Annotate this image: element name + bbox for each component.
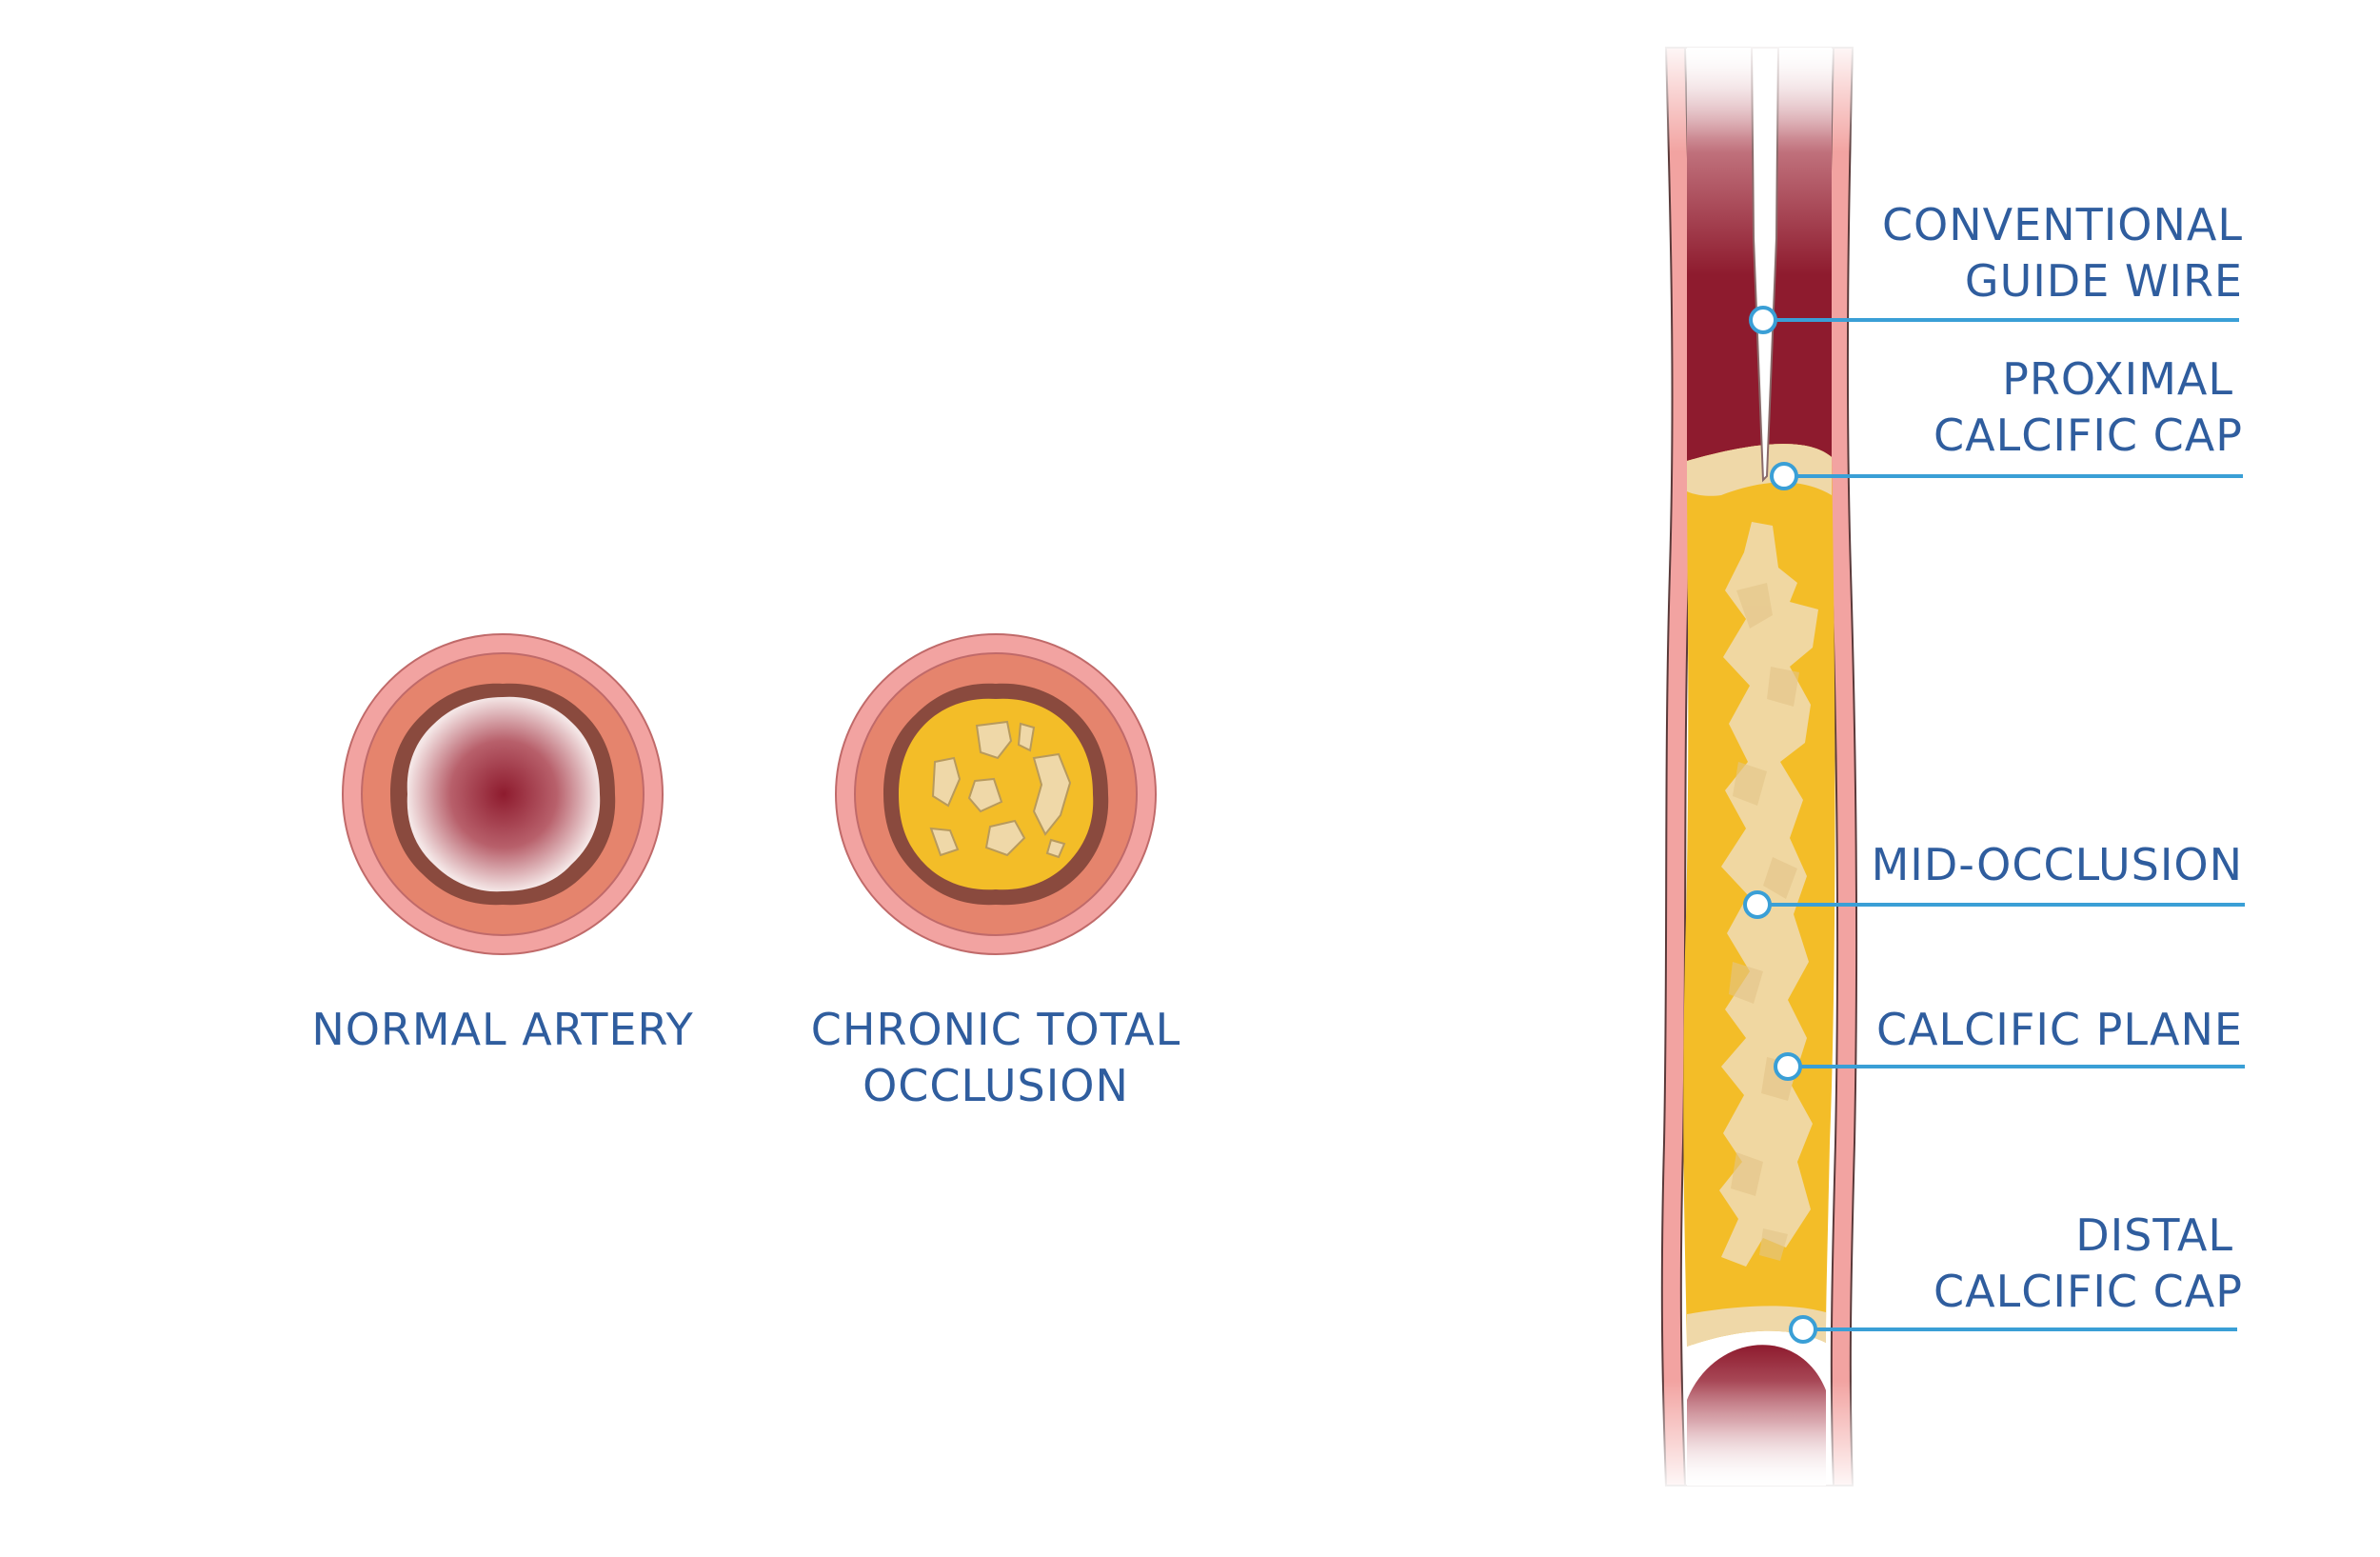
mid-occlusion-marker bbox=[1743, 890, 1772, 919]
guide-wire-label-line1: CONVENTIONAL bbox=[1882, 199, 2243, 250]
cto-cross-section bbox=[835, 633, 1157, 955]
normal-artery-cross-section bbox=[342, 633, 664, 955]
cto-label-line2: OCCLUSION bbox=[863, 1060, 1129, 1111]
distal-cap-marker bbox=[1789, 1315, 1817, 1344]
callout-labels: CONVENTIONAL GUIDE WIRE PROXIMAL CALCIFI… bbox=[1872, 199, 2243, 1317]
cto-label-line1: CHRONIC TOTAL bbox=[811, 1004, 1181, 1055]
proximal-cap-label-line2: CALCIFIC CAP bbox=[1934, 409, 2243, 461]
calcific-plane-marker bbox=[1774, 1052, 1802, 1081]
guide-wire-marker bbox=[1749, 306, 1777, 334]
calcific-plane-label: CALCIFIC PLANE bbox=[1876, 1004, 2243, 1055]
mid-occlusion-label: MID-OCCLUSION bbox=[1872, 839, 2243, 890]
longitudinal-artery bbox=[1656, 38, 1866, 1495]
calcium-plane-shape bbox=[1719, 522, 1818, 1267]
proximal-cap-marker bbox=[1770, 462, 1798, 490]
distal-calcific-cap-shape bbox=[1687, 1306, 1826, 1347]
cto-calcium-deposits bbox=[929, 720, 1072, 859]
distal-cap-label-line1: DISTAL bbox=[2075, 1209, 2233, 1261]
callout-lines bbox=[1743, 306, 2245, 1344]
distal-cap-label-line2: CALCIFIC CAP bbox=[1934, 1266, 2243, 1317]
normal-artery-label: NORMAL ARTERY bbox=[311, 1004, 693, 1055]
guide-wire-label-line2: GUIDE WIRE bbox=[1965, 255, 2243, 307]
proximal-cap-label-line1: PROXIMAL bbox=[2002, 353, 2233, 405]
